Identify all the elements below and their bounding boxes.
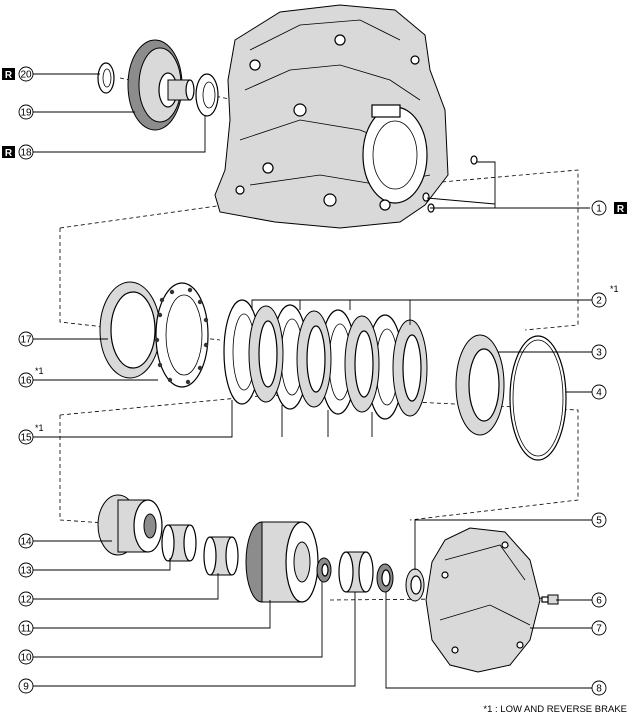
replace-mark-text: R — [5, 70, 13, 81]
callout-18: 18 — [18, 144, 34, 160]
callout-20: 20 — [18, 66, 34, 82]
leader-lines — [30, 73, 592, 689]
star-mark-16: *1 — [35, 366, 44, 376]
replace-mark-text: R — [5, 148, 13, 159]
callout-2: 2 — [591, 292, 607, 308]
svg-text:18: 18 — [20, 148, 32, 159]
callout-7: 7 — [591, 620, 607, 636]
replace-marker-18: R — [2, 146, 15, 159]
sun-gear-9 — [338, 551, 374, 593]
svg-text:9: 9 — [23, 682, 29, 693]
side-cover-7 — [425, 527, 541, 673]
bearing-10 — [316, 557, 332, 583]
bearing-13 — [161, 524, 197, 562]
plug-6 — [541, 594, 559, 605]
callout-17: 17 — [18, 331, 34, 347]
svg-text:3: 3 — [596, 348, 602, 359]
replace-marker-1: R — [614, 202, 627, 215]
o-rings — [422, 155, 478, 213]
piston-16 — [154, 282, 209, 388]
retainer-17 — [99, 281, 161, 379]
footnote: *1 : LOW AND REVERSE BRAKE — [483, 704, 627, 715]
svg-text:4: 4 — [596, 388, 602, 399]
oil-seal-18 — [195, 73, 219, 117]
svg-text:13: 13 — [20, 566, 32, 577]
svg-text:11: 11 — [21, 624, 32, 635]
snap-ring-20 — [97, 62, 115, 94]
callout-8: 8 — [591, 680, 607, 696]
svg-text:15: 15 — [20, 433, 32, 444]
star-mark-15: *1 — [35, 423, 44, 433]
svg-text:7: 7 — [596, 624, 602, 635]
callout-12: 12 — [18, 591, 34, 607]
carrier-14 — [97, 494, 163, 556]
oil-seal-5 — [405, 568, 425, 602]
svg-text:12: 12 — [20, 595, 32, 606]
svg-text:17: 17 — [20, 335, 32, 346]
callout-9: 9 — [18, 678, 34, 694]
callout-15: 15 — [18, 429, 34, 445]
callout-13: 13 — [18, 562, 34, 578]
callout-6: 6 — [591, 592, 607, 608]
gear-assembly-11 — [245, 521, 319, 603]
star-mark-2: *1 — [610, 284, 619, 294]
replace-mark-text: R — [617, 204, 625, 215]
callout-16: 16 — [18, 372, 34, 388]
svg-text:8: 8 — [596, 684, 602, 695]
transaxle-case — [214, 4, 449, 229]
svg-text:2: 2 — [596, 296, 602, 307]
callout-14: 14 — [18, 533, 34, 549]
svg-text:19: 19 — [20, 108, 32, 119]
retaining-plate-3 — [455, 334, 505, 436]
svg-text:20: 20 — [20, 70, 32, 81]
callout-11: 11 — [18, 620, 34, 636]
bearing-12 — [203, 536, 239, 576]
callout-3: 3 — [591, 344, 607, 360]
snap-ring-4 — [509, 335, 567, 461]
callout-1: 1 — [591, 200, 607, 216]
svg-text:16: 16 — [20, 376, 32, 387]
svg-text:10: 10 — [20, 653, 32, 664]
callout-10: 10 — [18, 649, 34, 665]
callout-4: 4 — [591, 384, 607, 400]
svg-text:1: 1 — [596, 204, 602, 215]
callout-5: 5 — [591, 512, 607, 528]
reduction-gear-19 — [127, 39, 195, 131]
svg-text:6: 6 — [596, 596, 602, 607]
svg-text:5: 5 — [596, 516, 602, 527]
replace-marker-20: R — [2, 68, 15, 81]
callout-19: 19 — [18, 104, 34, 120]
thrust-washer-8 — [376, 563, 394, 593]
svg-text:14: 14 — [20, 537, 32, 548]
friction-discs-2 — [248, 305, 428, 417]
